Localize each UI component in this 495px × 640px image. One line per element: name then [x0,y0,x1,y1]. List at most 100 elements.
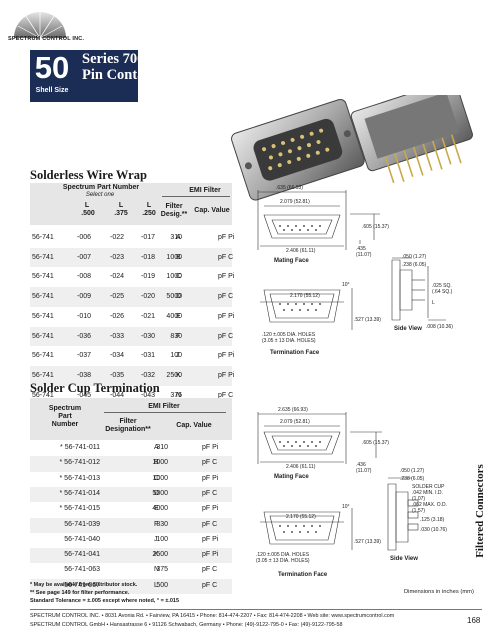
part-c: -019 [141,273,156,281]
emi-underline [162,196,230,197]
part-b: -035 [110,371,125,379]
part-a: -036 [77,332,92,340]
cap-unit: pF Pi [218,352,235,360]
d2-dim: 2.079 (52.81) [280,199,310,205]
cap-value: 100 [156,535,168,543]
part-c: -030 [141,332,156,340]
part-b: -034 [110,352,125,360]
sidebar-tab: Filtered Connectors [470,410,488,610]
d8-dim: 2.170 (55.12) [290,293,320,299]
col-l-1: L [84,202,90,209]
series-title: Series 700 Pin Contact [82,51,156,83]
cap-value: 1000 [166,273,182,281]
part-number: * 56-741-015 [59,505,100,513]
part-number: 56-741-040 [64,535,100,543]
col-l-3: L [146,202,152,209]
part-c: -020 [141,293,156,301]
cap-unit: pF C [202,566,218,574]
footer-line-2: SPECTRUM CONTROL GmbH • Hansastrasse 6 •… [30,622,343,628]
col-filter: Filter [165,203,183,210]
d12-dim-2: 2.170 (55.12) [286,514,316,520]
wire-wrap-header [30,183,232,225]
cap-unit: pF C [218,391,234,399]
part-b: -023 [110,253,125,261]
cap-value: 500 [156,581,168,589]
cap-value: 1000 [166,253,182,261]
d5m-dim-2: (11.07) [356,468,372,474]
filter-designation: A [154,444,159,451]
part-a: -045 [77,391,92,399]
part-base: 56-741 [32,293,54,301]
cap-value: 100 [170,352,182,360]
cap-value: 310 [170,234,182,241]
angle-dim-2: 10° [342,504,350,510]
solder-cup-header [30,398,232,440]
dimension-drawing-2: 2.635 (66.93) 2.079 (52.81) .605 (15.37)… [256,407,447,578]
part-c: -021 [141,312,156,320]
connector-photo [231,95,473,201]
cap-unit: pF Pi [202,551,219,559]
part-number: 56-741-063 [64,566,100,574]
filter-desig: B [176,253,181,261]
solder-cup-title: Solder Cup Termination [30,381,160,395]
angle-dim: 10° [342,282,350,288]
d5-dim: .435 [356,246,366,252]
termination-face-label-2: Termination Face [278,572,328,578]
d7-dim-2: .238 (6.05) [400,476,425,482]
series-box [74,50,138,102]
series-line-2: Pin Contact [82,67,156,83]
d1-dim-2: 2.635 (66.93) [278,407,308,413]
d7-dim: .238 (6.05) [402,262,427,268]
col-part: Part [58,413,72,420]
part-a: -038 [77,371,92,379]
part-a: -037 [77,352,92,360]
cap-value: 1000 [152,474,168,482]
cap-value: 830 [170,332,182,340]
shell-size-box [30,50,74,102]
part-b: -022 [110,234,125,241]
filter-desig: C [176,273,182,281]
row-shade [30,365,232,386]
col-l-250: .250 [142,210,156,217]
col-cap-value-2: Cap. Value [176,422,212,429]
part-number: 56-741-039 [64,520,100,528]
part-number: * 56-741-014 [59,489,100,497]
row-shade [30,247,232,268]
cap-unit: pF Pi [218,273,235,281]
col-filter-2: Filter [119,418,137,425]
part-number: 56-741-041 [64,551,100,559]
col-emi-filter: EMI Filter [189,187,221,194]
cap-value: 4000 [166,312,182,320]
col-part-number: Spectrum Part Number [62,184,140,191]
filter-desig: E [176,312,181,320]
d1-dim: .635 (66.93) [276,185,303,191]
sidebar-label: Filtered Connectors [474,464,486,558]
filter-designation: F [154,520,159,528]
side-view-label-2: Side View [390,556,418,562]
d13-dim-2: .527 (13.39) [354,539,381,545]
part-a: -010 [77,312,92,320]
cap-value: 1000 [152,459,168,467]
part-b: -044 [110,391,125,399]
part-base: 56-741 [32,273,54,281]
row-shade [30,578,232,594]
cap-value: 2500 [152,551,168,559]
cap-value: 830 [156,520,168,528]
cap-unit: pF Pi [218,312,235,320]
wire-wrap-title: Solderless Wire Wrap [30,168,147,182]
cap-value: 5000 [152,489,168,497]
cap-unit: pF Pi [202,535,219,543]
filter-designation: N [154,566,160,574]
part-base: 56-741 [32,234,54,241]
solder-cup-label: SOLDER CUP [412,484,445,490]
col-l-375: .375 [114,210,128,217]
row-shade [30,456,232,472]
cap-unit: pF Pi [202,505,219,513]
d11-dim: .008 (10.36) [426,324,453,330]
